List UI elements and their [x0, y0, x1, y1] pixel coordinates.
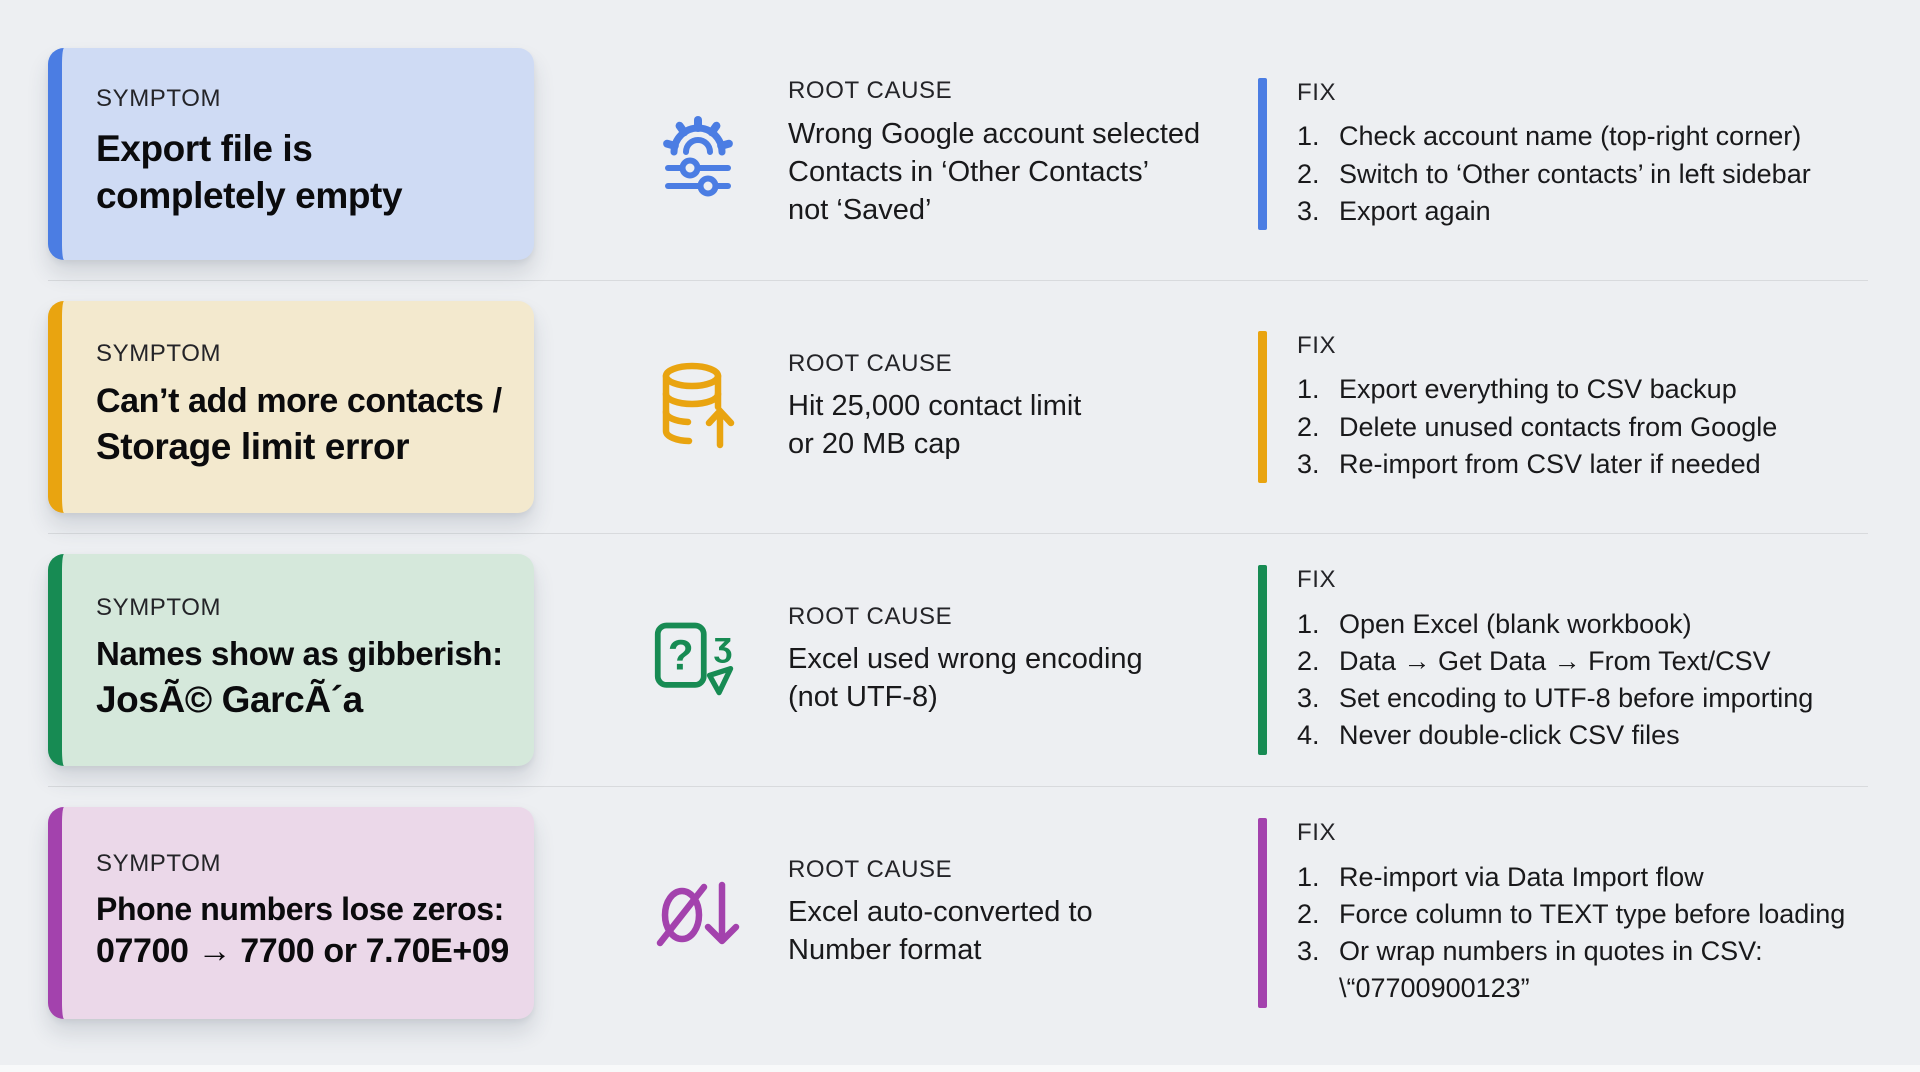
row-storage-limit: SYMPTOM Can’t add more contacts / Storag…: [0, 281, 1920, 533]
root-cause-label: ROOT CAUSE: [788, 855, 953, 883]
ezh-glyph: ʒ: [714, 626, 732, 664]
fix-step: Set encoding to UTF-8 before importing: [1297, 680, 1814, 718]
fix-step: Re-import via Data Import flow: [1297, 859, 1704, 897]
database-limit-icon: [652, 357, 744, 457]
symptom-label: SYMPTOM: [96, 340, 222, 368]
root-cause-line: Wrong Google account selected: [788, 117, 1201, 150]
fix-accent-bar: [1258, 818, 1267, 1008]
row-divider: [48, 786, 1868, 787]
row-lost-zeros: SYMPTOM Phone numbers lose zeros: 07700 …: [0, 787, 1920, 1039]
root-cause-section: ROOT CAUSE Excel auto-converted to Numbe…: [652, 855, 1212, 970]
row-empty-export: SYMPTOM Export file is completely empty: [0, 28, 1920, 280]
fix-section: FIX Open Excel (blank workbook) Data → G…: [1258, 565, 1884, 755]
fix-step: Or wrap numbers in quotes in CSV: \“0770…: [1297, 933, 1763, 1004]
symptom-headline-line: JosÃ© GarcÃ´a: [96, 678, 363, 720]
row-divider: [48, 280, 1868, 281]
symptom-headline-line: Can’t add more contacts /: [96, 381, 502, 420]
fix-accent-bar: [1258, 77, 1267, 231]
symptom-headline-line: Names show as gibberish:: [96, 635, 503, 673]
fix-label: FIX: [1297, 566, 1337, 594]
fix-step: Force column to TEXT type before loading: [1297, 896, 1846, 934]
root-cause-line: Number format: [788, 934, 982, 967]
root-cause-line: Excel auto-converted to: [788, 895, 1093, 928]
fix-label: FIX: [1297, 78, 1337, 106]
fix-step: Data → Get Data → From Text/CSV: [1297, 643, 1771, 681]
symptom-headline: Can’t add more contacts / Storage limit …: [96, 380, 512, 471]
symptom-headline-line: Export file is: [96, 127, 313, 169]
fix-step: Check account name (top-right corner): [1297, 118, 1802, 156]
symptom-card: SYMPTOM Can’t add more contacts / Storag…: [48, 301, 534, 513]
fix-step: Delete unused contacts from Google: [1297, 409, 1778, 447]
root-cause-line: not ‘Saved’: [788, 194, 932, 227]
symptom-card: SYMPTOM Export file is completely empty: [48, 48, 534, 260]
fix-accent-bar: [1258, 565, 1267, 755]
fix-label: FIX: [1297, 331, 1337, 359]
root-cause-section: ROOT CAUSE Wrong Google account selected…: [652, 78, 1212, 229]
fix-section: FIX Re-import via Data Import flow Force…: [1258, 818, 1884, 1008]
fix-step: Export everything to CSV backup: [1297, 371, 1737, 409]
fix-accent-bar: [1258, 330, 1267, 484]
symptom-card: SYMPTOM Names show as gibberish: JosÃ© G…: [48, 554, 534, 766]
symptom-label: SYMPTOM: [96, 85, 222, 113]
fix-step: Export again: [1297, 193, 1491, 231]
symptom-card: SYMPTOM Phone numbers lose zeros: 07700 …: [48, 807, 534, 1019]
fix-steps: Export everything to CSV backup Delete u…: [1297, 371, 1777, 483]
symptom-label: SYMPTOM: [96, 849, 222, 877]
fix-steps: Re-import via Data Import flow Force col…: [1297, 859, 1845, 1008]
settings-sliders-icon: [652, 106, 744, 202]
symptom-headline: Export file is completely empty: [96, 125, 512, 220]
root-cause-line: or 20 MB cap: [788, 428, 961, 461]
symptom-label: SYMPTOM: [96, 594, 222, 621]
root-cause-text: ROOT CAUSE Hit 25,000 contact limit or 2…: [788, 349, 1082, 464]
root-cause-section: ? ʒ ROOT CAUSE Excel used wrong encoding…: [652, 602, 1212, 717]
root-cause-label: ROOT CAUSE: [788, 602, 953, 630]
fix-step: Re-import from CSV later if needed: [1297, 446, 1761, 484]
fix-section: FIX Export everything to CSV backup Dele…: [1258, 330, 1884, 484]
root-cause-text: ROOT CAUSE Excel auto-converted to Numbe…: [788, 855, 1093, 970]
fix-steps: Open Excel (blank workbook) Data → Get D…: [1297, 606, 1813, 755]
root-cause-text: ROOT CAUSE Wrong Google account selected…: [788, 78, 1200, 229]
bottom-strip: [0, 1065, 1920, 1072]
symptom-headline-line: 07700 → 7700 or 7.70E+09: [96, 931, 509, 970]
root-cause-line: Excel used wrong encoding: [788, 642, 1143, 675]
root-cause-section: ROOT CAUSE Hit 25,000 contact limit or 2…: [652, 349, 1212, 464]
symptom-headline-line: Storage limit error: [96, 426, 410, 468]
root-cause-line: (not UTF-8): [788, 681, 938, 714]
leading-zero-lost-icon: [652, 867, 744, 959]
symptom-headline-line: Phone numbers lose zeros:: [96, 890, 504, 927]
root-cause-label: ROOT CAUSE: [788, 349, 953, 377]
symptom-headline-line: completely empty: [96, 175, 403, 217]
fix-step: Never double-click CSV files: [1297, 717, 1680, 755]
fix-label: FIX: [1297, 819, 1337, 847]
fix-section: FIX Check account name (top-right corner…: [1258, 77, 1884, 231]
question-glyph: ?: [668, 632, 694, 679]
fix-step: Switch to ‘Other contacts’ in left sideb…: [1297, 156, 1811, 194]
root-cause-line: Contacts in ‘Other Contacts’: [788, 156, 1150, 189]
root-cause-line: Hit 25,000 contact limit: [788, 389, 1082, 422]
root-cause-label: ROOT CAUSE: [788, 77, 953, 105]
symptom-headline: Names show as gibberish: JosÃ© GarcÃ´a: [96, 633, 512, 723]
root-cause-text: ROOT CAUSE Excel used wrong encoding (no…: [788, 602, 1143, 717]
troubleshooting-infographic: SYMPTOM Export file is completely empty: [0, 0, 1920, 1039]
symptom-headline: Phone numbers lose zeros: 07700 → 7700 o…: [96, 889, 512, 973]
encoding-error-icon: ? ʒ: [652, 614, 744, 706]
row-encoding-gibberish: SYMPTOM Names show as gibberish: JosÃ© G…: [0, 534, 1920, 786]
fix-steps: Check account name (top-right corner) Sw…: [1297, 118, 1811, 230]
row-divider: [48, 533, 1868, 534]
fix-step: Open Excel (blank workbook): [1297, 606, 1692, 644]
